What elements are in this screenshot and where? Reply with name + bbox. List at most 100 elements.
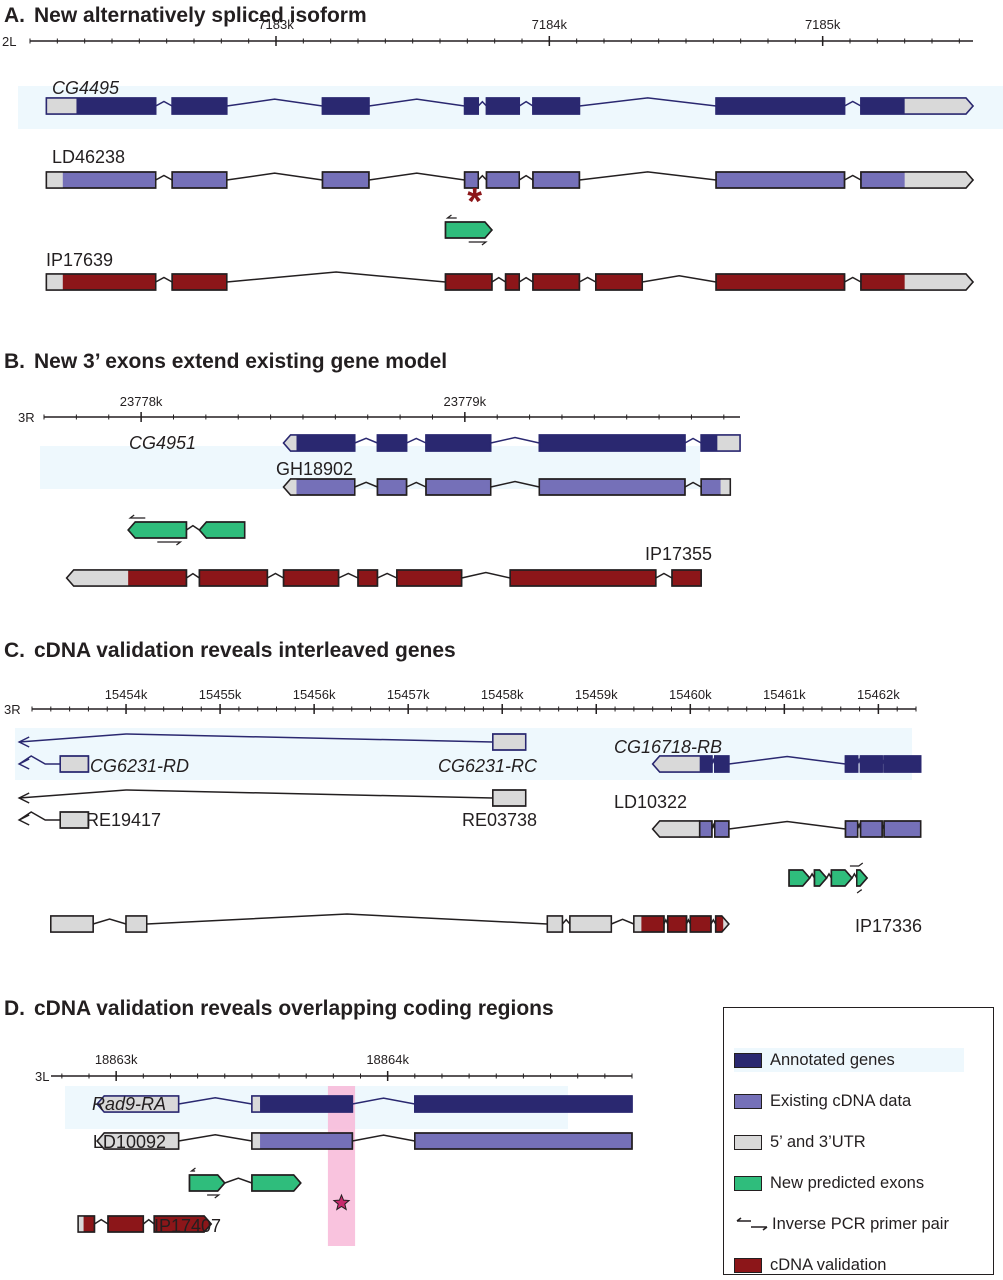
exon xyxy=(425,434,492,452)
legend-item-new-exons: New predicted exons xyxy=(734,1171,924,1195)
exon-outline xyxy=(532,97,581,115)
exon-outline xyxy=(492,733,527,751)
panel-c-title: C.cDNA validation reveals interleaved ge… xyxy=(4,639,456,662)
utr-region xyxy=(283,435,297,451)
utr-region xyxy=(904,98,973,114)
exon-outline xyxy=(251,1095,354,1113)
new-predicted-exon xyxy=(127,521,188,539)
exon xyxy=(883,755,922,773)
track-new-exons xyxy=(788,862,869,894)
annotated-gene-highlight-band xyxy=(15,728,912,780)
exon-outline xyxy=(671,569,702,587)
intron-line xyxy=(579,276,597,283)
transcript-label: LD10092 xyxy=(93,1132,166,1152)
exon-outline xyxy=(171,97,228,115)
exon xyxy=(321,97,370,115)
intron-line xyxy=(477,174,488,181)
legend-item-validation: cDNA validation xyxy=(734,1253,886,1277)
track-ip17336 xyxy=(50,913,730,933)
reverse-primer-icon xyxy=(445,214,457,219)
intron-line xyxy=(579,97,717,107)
intron-line xyxy=(224,1177,253,1184)
utr-region xyxy=(46,274,63,290)
strand-arrow-icon xyxy=(17,758,30,770)
exon xyxy=(485,97,521,115)
axis-tick-label: 18863k xyxy=(95,1052,138,1067)
new-predicted-exon xyxy=(813,869,828,887)
exon-outline xyxy=(715,171,846,189)
intron-line xyxy=(826,872,833,879)
exon-outline xyxy=(414,1132,633,1150)
intron-line xyxy=(18,755,61,765)
intron-line xyxy=(518,100,534,107)
transcript-label: IP17639 xyxy=(46,250,113,270)
new-predicted-exon xyxy=(198,521,246,539)
transcript-label: CG16718-RB xyxy=(614,737,722,757)
utr-region xyxy=(720,479,731,495)
exon xyxy=(251,1095,354,1113)
track-cg16718-rb xyxy=(651,755,922,773)
intron-line xyxy=(579,171,717,181)
axis-tick-label: 15462k xyxy=(857,687,900,702)
exon xyxy=(171,273,228,291)
exon-outline xyxy=(569,915,613,933)
exon-outline xyxy=(859,755,883,773)
intron-line xyxy=(642,275,717,283)
exon xyxy=(463,97,480,115)
exon xyxy=(713,755,730,773)
intron-line xyxy=(655,572,673,579)
exon-outline xyxy=(463,97,480,115)
exon-outline xyxy=(844,820,859,838)
exon xyxy=(171,97,228,115)
utr-region xyxy=(46,98,77,114)
exon-outline xyxy=(125,915,148,933)
axis-tick-label: 23779k xyxy=(444,394,487,409)
track-new-exon xyxy=(444,214,493,246)
intron-line xyxy=(155,174,173,181)
axis-tick-label: 15460k xyxy=(669,687,712,702)
exon-outline xyxy=(251,1132,354,1150)
intron-line xyxy=(377,572,398,579)
intron-line xyxy=(338,572,359,579)
utr-region xyxy=(717,435,740,451)
exon-outline xyxy=(492,789,527,807)
exon-outline xyxy=(883,755,922,773)
exon-outline xyxy=(532,273,581,291)
exon xyxy=(45,171,157,189)
exon-outline xyxy=(700,478,732,496)
exon-outline xyxy=(844,755,859,773)
track-ld10322 xyxy=(651,820,922,838)
exon-outline xyxy=(198,521,246,539)
exon-outline xyxy=(860,171,974,189)
utr-region xyxy=(78,1216,84,1232)
intron-line xyxy=(354,481,378,488)
track-rad9-ra xyxy=(96,1095,633,1113)
axis-tick-label: 15459k xyxy=(575,687,618,702)
exon xyxy=(715,97,846,115)
exon xyxy=(376,478,408,496)
exon-outline xyxy=(282,569,340,587)
exon-outline xyxy=(321,97,370,115)
strand-arrow-icon xyxy=(17,736,30,748)
exon xyxy=(198,569,269,587)
transcript-label: IP17355 xyxy=(645,544,712,564)
exon-outline xyxy=(713,755,730,773)
exon-outline xyxy=(59,755,90,773)
exon xyxy=(414,1095,633,1113)
transcript-label: CG4951 xyxy=(129,433,196,453)
exon xyxy=(859,755,883,773)
intron-line xyxy=(851,872,858,879)
legend-swatch-annotated xyxy=(734,1052,762,1068)
exon-outline xyxy=(414,1095,633,1113)
axis-tick-label: 15461k xyxy=(763,687,806,702)
exon-outline xyxy=(813,869,828,887)
exon-outline xyxy=(65,569,188,587)
exon-outline xyxy=(859,820,883,838)
exon-outline xyxy=(107,1215,145,1233)
transcript-label: CG6231-RC xyxy=(438,756,538,776)
exon-outline xyxy=(538,478,686,496)
exon xyxy=(844,755,859,773)
strand-arrow-icon xyxy=(17,792,30,804)
intron-line xyxy=(226,98,323,107)
legend: Annotated genes Existing cDNA data 5’ an… xyxy=(723,1007,994,1275)
